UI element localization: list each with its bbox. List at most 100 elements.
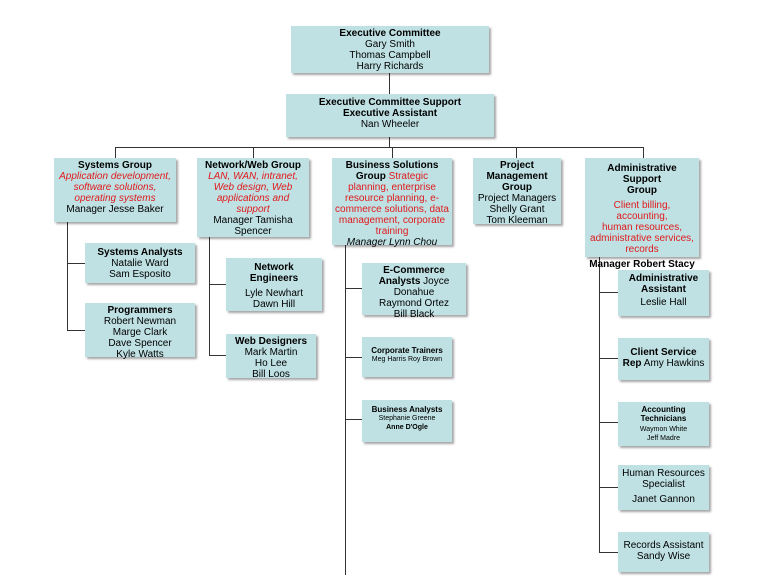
member-name: Gary Smith — [364, 39, 415, 50]
group-description: Web design, Web — [213, 182, 293, 193]
group-description: Client billing, accounting, — [613, 200, 671, 222]
connector — [599, 552, 618, 553]
member-name: Sam Esposito — [109, 269, 171, 280]
box-title: Accounting — [641, 405, 686, 414]
member-name: Waymon White — [639, 426, 688, 433]
records-assistant-box: Records Assistant Sandy Wise — [618, 532, 709, 572]
member-name: Janet Gannon — [632, 494, 695, 505]
executive-committee-box: Executive Committee Gary Smith Thomas Ca… — [291, 26, 489, 73]
connector — [345, 419, 362, 420]
box-title: Network/Web Group — [205, 160, 301, 171]
group-description: administrative services, — [590, 233, 694, 244]
manager-name: Manager Tamisha — [213, 215, 293, 226]
box-title: E-Commerce — [383, 265, 445, 276]
accounting-technicians-box: Accounting Technicians Waymon White Jeff… — [618, 402, 709, 446]
member-name: Bill Black — [393, 309, 435, 320]
connector — [209, 355, 226, 356]
group-description: resource planning, e- — [345, 193, 439, 204]
box-title: Technicians — [640, 414, 687, 423]
member-name: Sandy Wise — [636, 551, 691, 562]
member-name: Raymond Ortez — [378, 298, 450, 309]
box-title: Records Assistant — [623, 540, 704, 551]
group-description: commerce solutions, data — [335, 204, 449, 215]
network-web-group-box: Network/Web Group LAN, WAN, intranet, We… — [197, 158, 309, 237]
box-title: Analysts — [378, 276, 421, 287]
box-title: Project — [500, 160, 534, 171]
member-name: Leslie Hall — [640, 297, 687, 308]
group-description: Application development, — [59, 171, 171, 182]
box-title: Network — [254, 262, 294, 273]
connector — [67, 222, 68, 330]
connector — [345, 357, 362, 358]
member-name: Anne D'Ogle — [386, 424, 428, 431]
group-description: training — [375, 226, 409, 237]
box-title: Group — [355, 171, 386, 182]
member-name: Shelly Grant — [489, 204, 545, 215]
member-name: Marge Clark — [112, 327, 168, 338]
box-title: Business Solutions — [345, 160, 439, 171]
group-description: software solutions, — [73, 182, 157, 193]
member-name: Thomas Campbell — [349, 50, 431, 61]
connector — [599, 487, 618, 488]
administrative-assistant-box: Administrative Assistant Leslie Hall — [618, 270, 709, 316]
group-description: planning, enterprise — [348, 182, 436, 193]
member-name: Natalie Ward — [111, 258, 169, 269]
manager-name: Manager Lynn Chou — [346, 237, 438, 248]
connector — [389, 73, 390, 94]
project-management-group-box: Project Management Group Project Manager… — [473, 158, 561, 226]
connector — [209, 284, 226, 285]
member-name: Lyle Newhart — [245, 288, 303, 299]
manager-name: Manager Robert Stacy — [589, 259, 695, 270]
box-title: Client Service — [630, 347, 697, 358]
box-title: Assistant — [640, 284, 686, 295]
executive-support-box: Executive Committee Support Executive As… — [286, 94, 494, 137]
manager-name: Spencer — [234, 226, 272, 237]
box-subtitle: Executive Assistant — [342, 108, 438, 119]
ecommerce-analysts-box: E-Commerce Analysts Joyce Donahue Raymon… — [362, 263, 466, 320]
connector — [389, 137, 390, 147]
client-service-rep-box: Client Service Rep Amy Hawkins — [618, 338, 709, 380]
programmers-box: Programmers Robert Newman Marge Clark Da… — [85, 303, 195, 360]
systems-group-box: Systems Group Application development, s… — [54, 158, 176, 222]
connector — [209, 237, 210, 355]
connector — [115, 147, 643, 148]
member-name: Jeff Madre — [647, 435, 680, 442]
member-name: Meg Harris Roy Brown — [371, 356, 443, 363]
box-title: Web Designers — [234, 336, 308, 347]
box-title: Group — [627, 185, 657, 196]
hr-specialist-box: Human Resources Specialist Janet Gannon — [618, 465, 709, 510]
box-title: Specialist — [642, 479, 685, 490]
member-name: Dawn Hill — [252, 299, 296, 310]
box-title: Corporate Trainers — [371, 346, 443, 355]
member-name: Donahue — [393, 287, 435, 298]
member-name: Tom Kleeman — [486, 215, 548, 226]
box-title: Programmers — [107, 305, 173, 316]
member-name: Amy Hawkins — [643, 358, 705, 369]
box-title: Systems Analysts — [97, 247, 183, 258]
box-title: Executive Committee Support — [318, 97, 462, 108]
manager-name: Manager Jesse Baker — [66, 204, 164, 215]
connector — [599, 257, 600, 552]
member-name: Nan Wheeler — [360, 119, 420, 130]
group-description: LAN, WAN, intranet, — [208, 171, 298, 182]
group-description: records — [625, 244, 659, 255]
connector — [345, 245, 346, 575]
member-name: Dave Spencer — [108, 338, 172, 349]
group-description: support — [236, 204, 270, 215]
connector — [599, 422, 618, 423]
member-name: Ho Lee — [254, 358, 288, 369]
business-solutions-group-box: Business Solutions Group Strategic plann… — [332, 158, 452, 248]
group-description: applications and — [216, 193, 290, 204]
connector — [115, 147, 116, 158]
connector — [599, 358, 618, 359]
box-title: Systems Group — [78, 160, 152, 171]
box-title: Administrative Support — [607, 163, 677, 185]
business-analysts-box: Business Analysts Stephanie Greene Anne … — [362, 400, 452, 442]
box-title: Group — [502, 182, 532, 193]
member-name: Stephanie Greene — [378, 415, 436, 422]
systems-analysts-box: Systems Analysts Natalie Ward Sam Esposi… — [85, 243, 195, 283]
box-title: Executive Committee — [339, 28, 441, 39]
box-title: Engineers — [249, 273, 299, 284]
corporate-trainers-box: Corporate Trainers Meg Harris Roy Brown — [362, 337, 452, 377]
member-name: Kyle Watts — [116, 349, 164, 360]
